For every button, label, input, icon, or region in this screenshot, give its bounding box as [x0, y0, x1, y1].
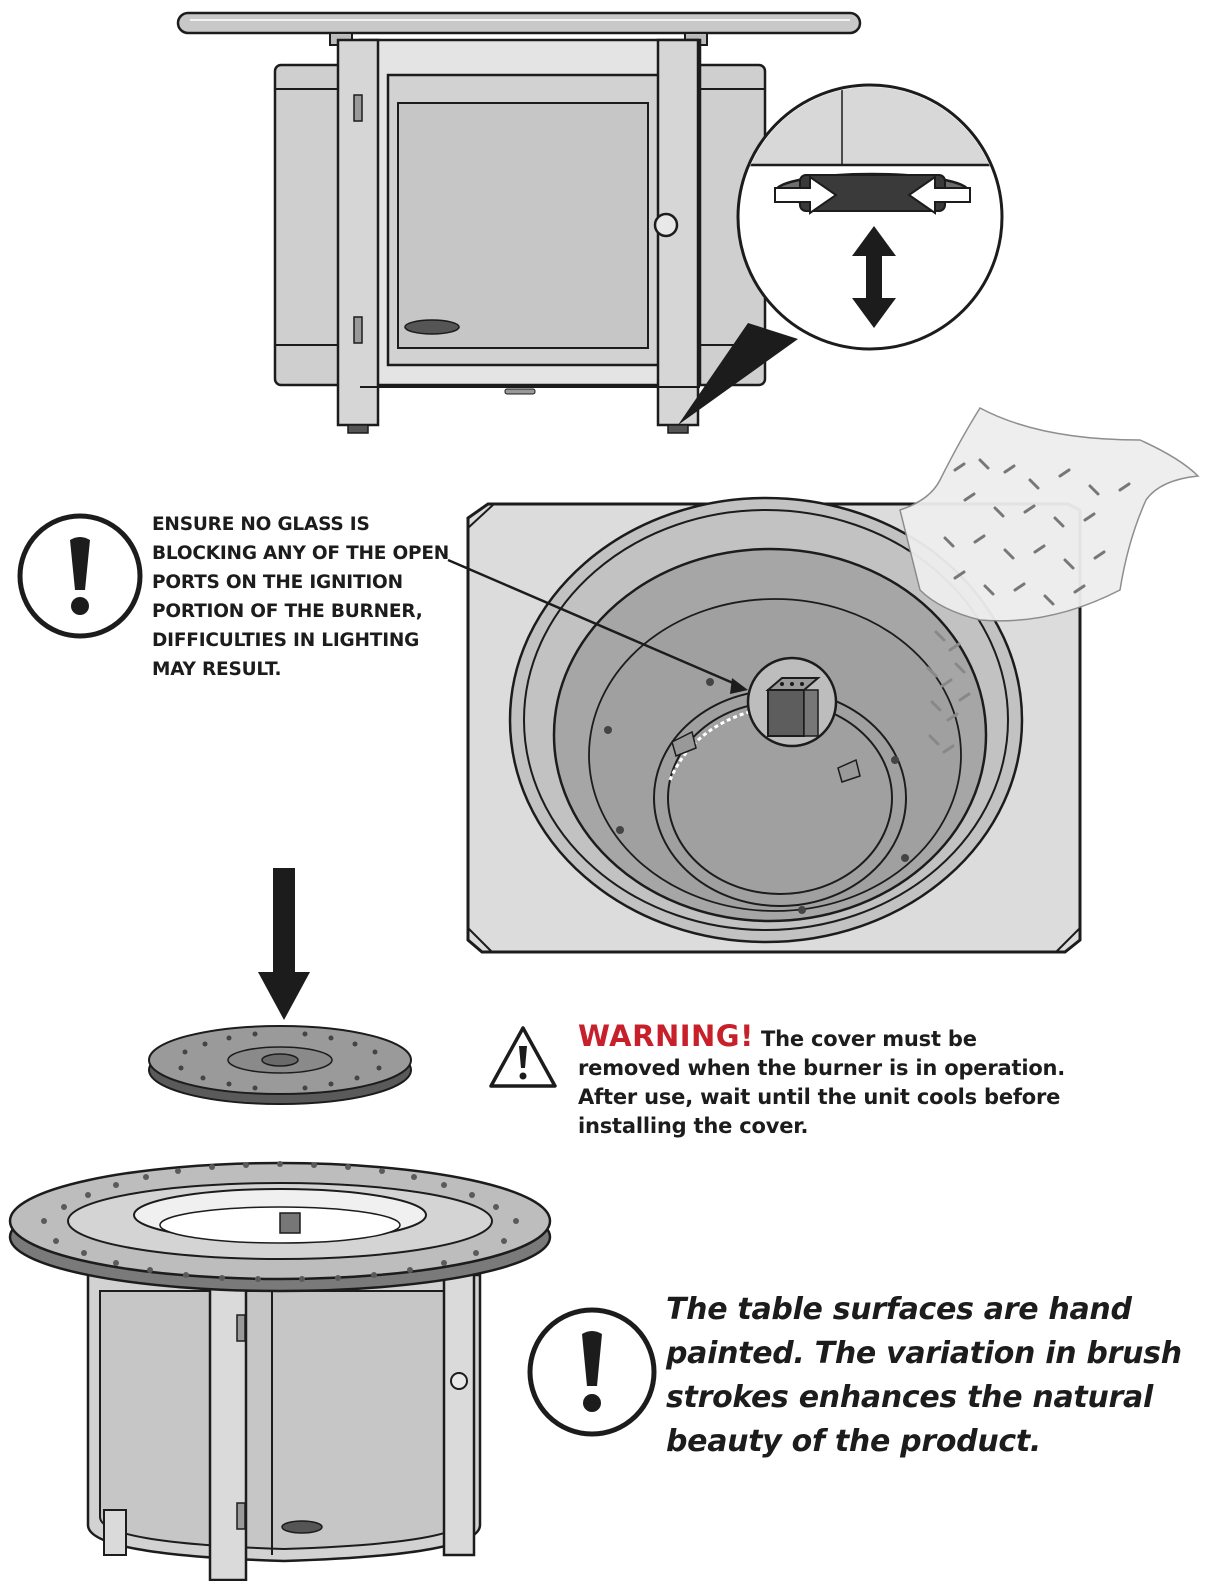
hand-painted-note: The table surfaces are hand painted. The… — [666, 1292, 1182, 1459]
ignition-ports-note: ENSURE NO GLASS IS BLOCKING ANY OF THE O… — [152, 514, 450, 680]
round-fire-table-illustration — [8, 1161, 552, 1581]
cover-warning-note: WARNING! The cover must be removed when … — [578, 1022, 1078, 1141]
fire-table-front-view — [176, 11, 1004, 434]
exclamation-circle-icon — [527, 1307, 657, 1437]
arrow-up-down-icon — [852, 226, 896, 328]
burner-pan-glass-illustration — [447, 407, 1200, 954]
warning-triangle-icon — [489, 1026, 557, 1088]
warning-label: WARNING! — [578, 1019, 754, 1053]
exclamation-circle-icon — [17, 513, 143, 639]
arrow-down-icon — [258, 868, 310, 1020]
burner-cover-illustration — [148, 1025, 412, 1105]
warning-text: The cover must be removed when the burne… — [578, 1027, 1066, 1138]
